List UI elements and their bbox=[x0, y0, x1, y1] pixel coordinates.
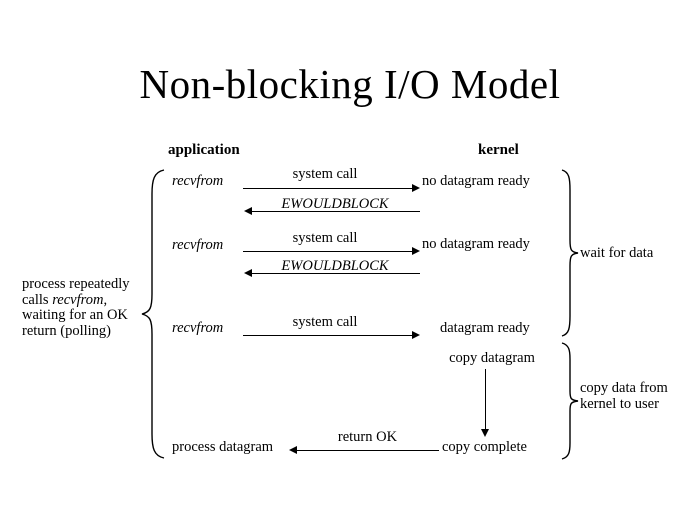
application-brace bbox=[140, 168, 166, 460]
copy-data-annotation: copy data from kernel to user bbox=[580, 380, 668, 412]
left-annotation-recvfrom: recvfrom bbox=[52, 291, 104, 308]
return-ok-arrow-line bbox=[297, 450, 439, 451]
round-1-return-arrowhead bbox=[244, 207, 252, 215]
copy-datagram-arrow-line bbox=[485, 369, 486, 431]
copy-datagram-label: copy datagram bbox=[449, 350, 535, 366]
round-2-syscall-arrowhead bbox=[412, 247, 420, 255]
return-ok-arrowhead bbox=[289, 446, 297, 454]
page-title: Non-blocking I/O Model bbox=[139, 61, 561, 107]
round-1-app-call: recvfrom bbox=[172, 173, 224, 189]
left-annotation-line-2: calls recvfrom, bbox=[22, 291, 130, 309]
round-2-ewouldblock-label: EWOULDBLOCK bbox=[281, 258, 389, 274]
round-1-syscall-label: system call bbox=[292, 166, 358, 182]
round-3-app-call: recvfrom bbox=[172, 320, 224, 336]
round-1-syscall-arrowhead bbox=[412, 184, 420, 192]
round-1-kernel-state: no datagram ready bbox=[422, 173, 530, 189]
round-1-syscall-arrow-line bbox=[243, 188, 413, 189]
round-3-syscall-arrow-line bbox=[243, 335, 413, 336]
left-annotation-line-3: waiting for an OK bbox=[22, 307, 128, 323]
left-annotation-comma: , bbox=[103, 291, 108, 308]
wait-for-data-label: wait for data bbox=[580, 245, 654, 261]
column-header-application: application bbox=[168, 142, 240, 158]
copy-data-line-1: copy data from bbox=[580, 380, 668, 396]
round-1-ewouldblock-label: EWOULDBLOCK bbox=[281, 196, 389, 212]
copy-datagram-arrowhead bbox=[481, 429, 489, 437]
round-2-return-arrowhead bbox=[244, 269, 252, 277]
round-1-return-arrow-line bbox=[252, 211, 420, 212]
round-2-return-arrow-line bbox=[252, 273, 420, 274]
left-annotation-calls-text: calls bbox=[22, 291, 53, 308]
copy-complete-label: copy complete bbox=[442, 439, 527, 455]
wait-for-data-brace bbox=[560, 168, 582, 338]
process-datagram-label: process datagram bbox=[172, 439, 274, 455]
left-annotation-line-1: process repeatedly bbox=[22, 276, 130, 292]
round-2-kernel-state: no datagram ready bbox=[422, 236, 530, 252]
copy-data-brace bbox=[560, 341, 582, 461]
round-2-app-call: recvfrom bbox=[172, 237, 224, 253]
left-annotation-line-4: return (polling) bbox=[22, 322, 111, 339]
round-2-syscall-label: system call bbox=[292, 230, 358, 246]
left-annotation: process repeatedly calls recvfrom, waiti… bbox=[22, 276, 130, 339]
copy-data-line-2: kernel to user bbox=[580, 395, 659, 412]
round-3-syscall-label: system call bbox=[292, 314, 358, 330]
round-2-syscall-arrow-line bbox=[243, 251, 413, 252]
round-3-syscall-arrowhead bbox=[412, 331, 420, 339]
column-header-kernel: kernel bbox=[478, 142, 519, 158]
round-3-kernel-state: datagram ready bbox=[440, 320, 530, 336]
return-ok-label: return OK bbox=[337, 429, 398, 445]
